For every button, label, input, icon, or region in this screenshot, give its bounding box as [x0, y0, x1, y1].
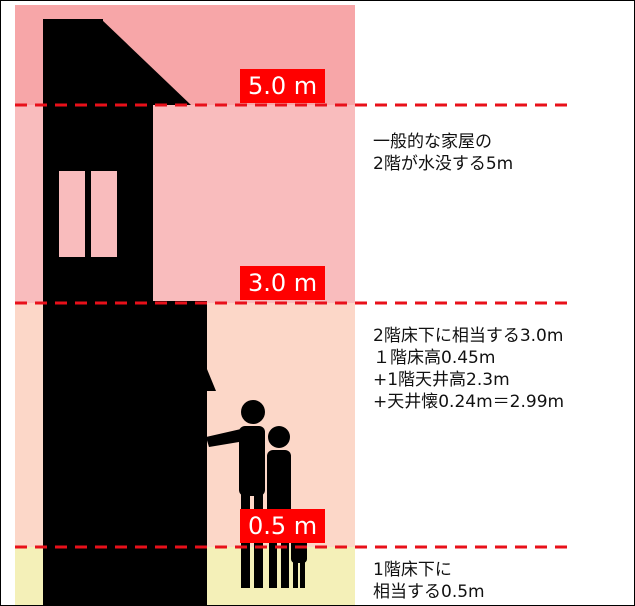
note-3m-line-2: １階床高0.45m	[373, 348, 496, 368]
window-icon	[59, 171, 117, 257]
note-3m: 2階床下に相当する3.0m １階床高0.45m +1階天井高2.3m +天井懐0…	[373, 325, 564, 413]
note-05m-line-1: 1階床下に	[373, 560, 452, 580]
level-label-05m: 0.5 m	[240, 509, 326, 543]
note-3m-line-1: 2階床下に相当する3.0m	[373, 326, 564, 346]
note-5m: 一般的な家屋の 2階が水没する5m	[373, 131, 513, 175]
note-3m-line-3: +1階天井高2.3m	[373, 370, 510, 390]
note-5m-line-2: 2階が水没する5m	[373, 154, 514, 174]
level-label-5m: 5.0 m	[240, 69, 326, 103]
level-label-3m: 3.0 m	[240, 266, 326, 300]
note-05m-line-2: 相当する0.5m	[373, 582, 485, 602]
note-3m-line-4: +天井懐0.24m＝2.99m	[373, 392, 565, 412]
note-5m-line-1: 一般的な家屋の	[373, 132, 492, 152]
house-silhouette-icon	[43, 19, 216, 605]
note-05m: 1階床下に 相当する0.5m	[373, 559, 485, 603]
